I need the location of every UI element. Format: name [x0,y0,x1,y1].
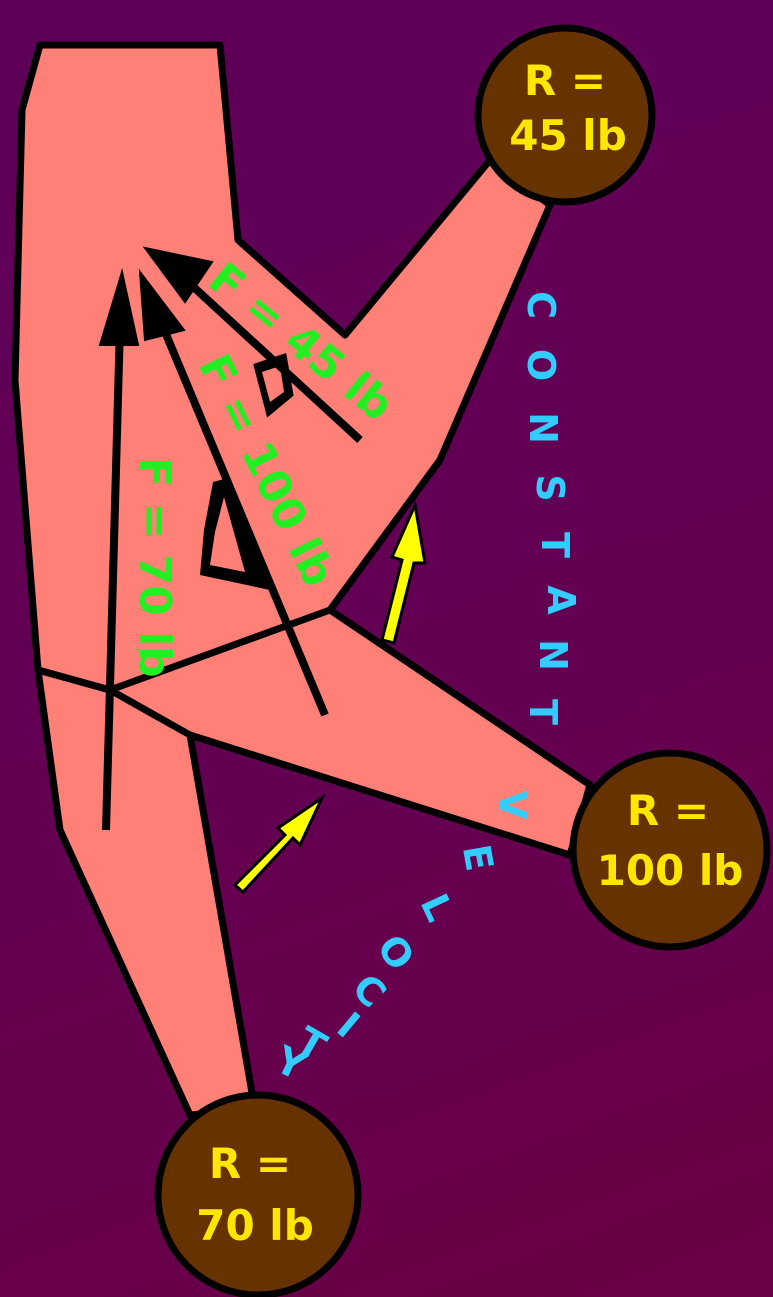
weight-bottom-line1: R = [209,1139,291,1188]
weight-middle-line2: 100 lb [597,846,744,895]
velocity-letter-1: E [454,841,502,874]
velocity-letter-2: L [412,887,462,928]
constant-letter-4: T [533,532,577,558]
weight-top: R = 45 lb [478,28,652,202]
motion-arrow-lower [235,798,322,892]
constant-letter-5: A [539,585,583,615]
weight-bottom-line2: 70 lb [196,1201,314,1250]
velocity-letter-5: I [329,1004,368,1047]
constant-letter-3: S [528,474,572,501]
constant-letter-0: C [519,291,563,319]
force-label-70: F = 70 lb [129,457,180,678]
constant-letter-2: N [521,412,565,444]
constant-letter-7: T [521,699,565,725]
constant-letter-1: O [519,349,563,381]
constant-letter-6: N [531,639,575,671]
velocity-letter-0: V [491,790,535,820]
weight-bottom-circle [158,1095,358,1295]
weight-middle: R = 100 lb [573,753,767,947]
weight-top-line1: R = [524,56,606,105]
weight-middle-line1: R = [627,786,709,835]
weight-bottom: R = 70 lb [158,1095,358,1295]
weight-top-line2: 45 lb [509,111,627,160]
